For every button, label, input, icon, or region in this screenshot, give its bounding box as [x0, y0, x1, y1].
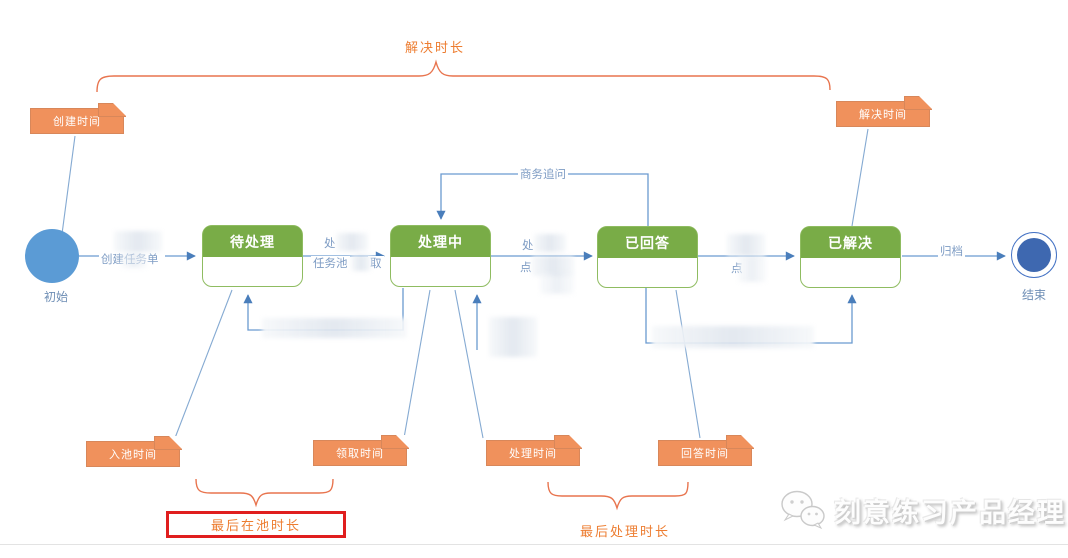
censored-region — [727, 234, 765, 256]
censored-region — [738, 256, 766, 282]
censored-region — [652, 326, 814, 348]
tag-create-time[interactable]: 创建时间 — [30, 103, 126, 134]
censored-region — [262, 318, 407, 338]
state-resolved-title: 已解决 — [801, 227, 900, 260]
end-node[interactable] — [1011, 232, 1057, 278]
censored-region — [121, 253, 147, 268]
censored-region — [540, 272, 574, 294]
start-node-label: 初始 — [43, 290, 68, 304]
brace-process-duration — [547, 481, 689, 511]
tag-answer-time-label: 回答时间 — [681, 447, 729, 460]
state-answered-title: 已回答 — [598, 227, 697, 260]
pool-duration-highlight-box: 最后在池时长 — [166, 511, 346, 538]
bottom-divider — [0, 544, 1068, 545]
end-node-core-icon — [1017, 238, 1051, 272]
tag-pool-time-label: 入池时间 — [109, 448, 157, 461]
brace-pool-duration — [195, 478, 334, 508]
wechat-icon — [781, 490, 825, 530]
edge-label-claim-line2b: 取 — [368, 256, 384, 271]
edge-label-archive: 归档 — [938, 244, 965, 259]
state-resolved[interactable]: 已解决 — [800, 226, 901, 288]
tag-process-time[interactable]: 处理时间 — [486, 435, 582, 466]
tag-process-time-label: 处理时间 — [509, 447, 557, 460]
watermark-text: 刻意练习产品经理 — [834, 497, 1066, 529]
tagline-answer-time — [675, 289, 701, 439]
pool-duration-label: 最后在池时长 — [210, 519, 301, 534]
start-node[interactable] — [25, 229, 79, 283]
state-processing[interactable]: 处理中 — [390, 225, 491, 287]
end-node-label: 结束 — [1021, 288, 1046, 302]
tag-pool-time[interactable]: 入池时间 — [86, 436, 182, 467]
process-duration-label: 最后处理时长 — [579, 525, 670, 540]
tag-create-time-label: 创建时间 — [53, 115, 101, 128]
tagline-resolve-time — [851, 128, 869, 227]
state-pending-title: 待处理 — [203, 226, 302, 259]
state-answered[interactable]: 已回答 — [597, 226, 698, 288]
state-pending[interactable]: 待处理 — [202, 225, 303, 287]
edge-label-followup: 商务追问 — [518, 167, 568, 182]
tag-claim-time-label: 领取时间 — [336, 447, 384, 460]
censored-region — [489, 317, 537, 357]
tagline-process-time — [454, 289, 484, 439]
censored-region — [532, 256, 574, 276]
censored-region — [114, 231, 162, 252]
tag-claim-time[interactable]: 领取时间 — [313, 435, 409, 466]
tagline-create-time — [61, 135, 76, 235]
tagline-pool-time — [174, 289, 233, 439]
edge-label-claim-line2a: 任务池 — [311, 256, 350, 271]
tag-resolve-time[interactable]: 解决时间 — [836, 96, 932, 127]
edge-label-process-line1: 处 — [520, 238, 536, 253]
state-processing-title: 处理中 — [391, 226, 490, 259]
tagline-claim-time — [403, 289, 431, 439]
tag-resolve-time-label: 解决时间 — [859, 108, 907, 121]
edge-label-claim-line1: 处 — [322, 236, 338, 251]
censored-region — [534, 234, 566, 252]
edge-label-process-line2: 点 — [518, 260, 534, 275]
resolution-duration-label: 解决时长 — [404, 41, 465, 56]
watermark: 刻意练习产品经理 — [780, 489, 1066, 531]
censored-region — [336, 233, 368, 251]
tag-answer-time[interactable]: 回答时间 — [658, 435, 754, 466]
brace-resolution-duration — [96, 59, 831, 93]
censored-region — [351, 255, 371, 271]
